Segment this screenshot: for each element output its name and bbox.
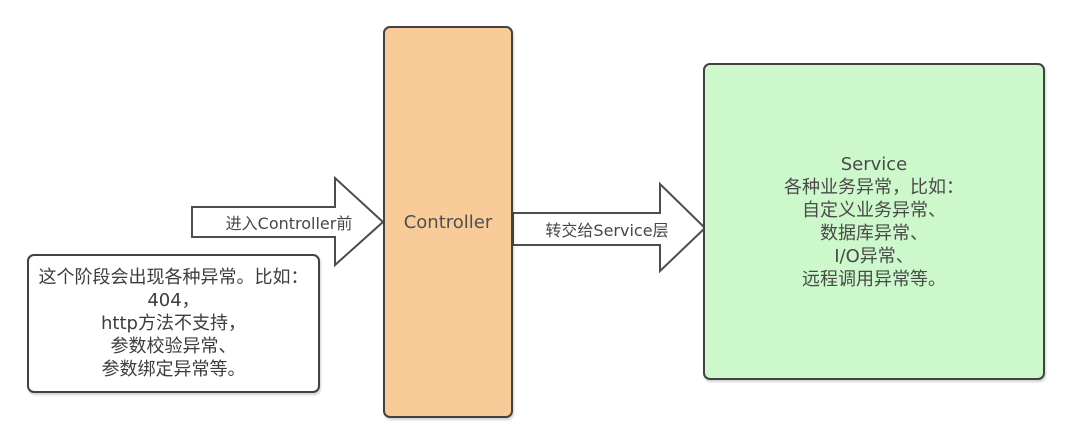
controller-node-label: Controller xyxy=(403,211,493,233)
service-line: 各种业务异常，比如： xyxy=(784,176,964,198)
note-line: 这个阶段会出现各种异常。比如： xyxy=(38,267,309,288)
controller-node: Controller xyxy=(383,26,513,418)
service-line: 远程调用异常等。 xyxy=(802,268,946,290)
service-line: I/O异常、 xyxy=(834,245,914,267)
note-line: 参数校验异常、 xyxy=(110,336,237,357)
service-node-text: Service 各种业务异常，比如： 自定义业务异常、 数据库异常、 I/O异常… xyxy=(784,153,964,291)
arrow-to-service-label: 转交给Service层 xyxy=(545,221,669,240)
note-box: 这个阶段会出现各种异常。比如： 404， http方法不支持， 参数校验异常、 … xyxy=(27,254,320,393)
service-line: 自定义业务异常、 xyxy=(802,199,946,221)
service-line: 数据库异常、 xyxy=(820,222,928,244)
note-box-text: 这个阶段会出现各种异常。比如： 404， http方法不支持， 参数校验异常、 … xyxy=(39,266,309,381)
note-line: 参数绑定异常等。 xyxy=(101,359,246,380)
block-arrow-to-controller xyxy=(191,175,385,268)
service-line-title: Service xyxy=(840,153,908,175)
note-line: 404， xyxy=(147,290,200,311)
block-arrow-to-service xyxy=(512,181,707,274)
service-node: Service 各种业务异常，比如： 自定义业务异常、 数据库异常、 I/O异常… xyxy=(703,63,1045,380)
note-line: http方法不支持， xyxy=(101,313,246,334)
arrow-to-controller-label: 进入Controller前 xyxy=(225,214,353,233)
